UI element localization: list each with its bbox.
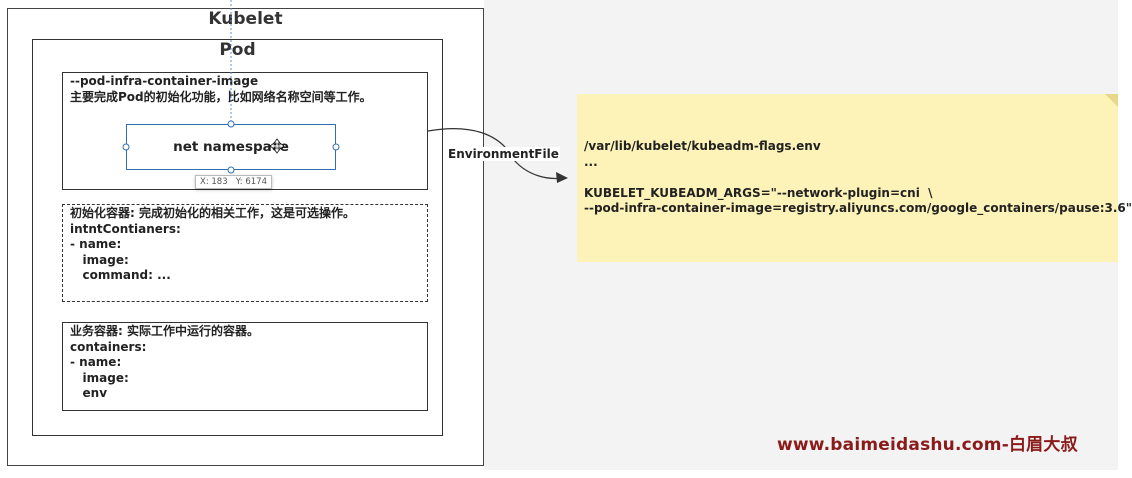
resize-handle-top[interactable] [227, 120, 235, 128]
business-containers-text: 业务容器: 实际工作中运行的容器。 containers: - name: im… [70, 324, 259, 400]
env-file-note-text: /var/lib/kubelet/kubeadm-flags.env ... K… [584, 139, 1132, 215]
net-namespace-label: net namespace [173, 139, 289, 155]
business-containers-box[interactable]: 业务容器: 实际工作中运行的容器。 containers: - name: im… [62, 322, 428, 411]
init-containers-box[interactable]: 初始化容器: 完成初始化的相关工作，这是可选操作。 intntContianer… [62, 204, 428, 302]
environmentfile-label: EnvironmentFile [447, 147, 560, 161]
arrowhead-icon [556, 172, 568, 183]
coordinates-tooltip: X: 183 Y: 6174 [195, 175, 272, 189]
resize-handle-right[interactable] [332, 143, 340, 151]
pod-container[interactable] [32, 39, 443, 436]
move-cursor-icon [269, 138, 285, 154]
resize-handle-left[interactable] [122, 143, 130, 151]
pause-container-text: --pod-infra-container-image 主要完成Pod的初始化功… [70, 74, 372, 104]
net-namespace-box[interactable]: net namespace [126, 124, 336, 170]
pause-container-box[interactable]: --pod-infra-container-image 主要完成Pod的初始化功… [62, 72, 428, 190]
env-file-note[interactable] [577, 94, 1118, 262]
watermark: www.baimeidashu.com-白眉大叔 [777, 435, 1078, 455]
init-containers-text: 初始化容器: 完成初始化的相关工作，这是可选操作。 intntContianer… [70, 206, 355, 282]
pod-title: Pod [219, 40, 256, 60]
resize-handle-bottom[interactable] [227, 166, 235, 174]
note-fold-corner [1105, 94, 1118, 107]
kubelet-title: Kubelet [208, 9, 283, 29]
